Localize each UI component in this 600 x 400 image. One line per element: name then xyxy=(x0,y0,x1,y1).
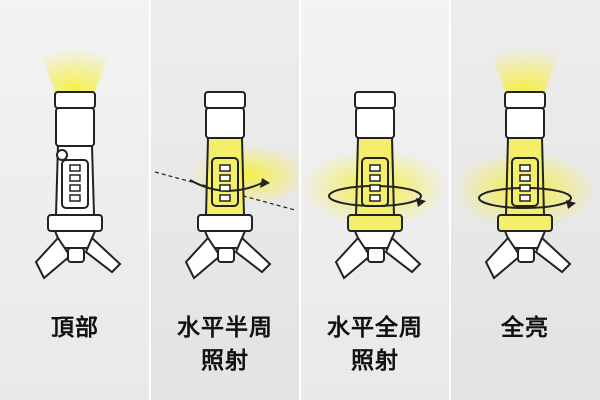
rotation-arrowhead xyxy=(416,198,426,207)
rotation-arrowhead xyxy=(566,200,576,209)
panel-divider xyxy=(449,0,451,400)
panel-all-mode: 全亮 xyxy=(450,0,600,400)
rotation-arrowhead xyxy=(260,178,270,188)
mode-label-line-2: 照射 xyxy=(201,348,249,374)
mode-label: 水平半周 照射 xyxy=(150,312,300,378)
mode-label-line-1: 水平全周 xyxy=(327,315,423,341)
mode-label: 水平全周 照射 xyxy=(300,312,450,378)
led-strip xyxy=(69,164,81,202)
panel-divider xyxy=(299,0,301,400)
mode-label-line-2: 照射 xyxy=(351,348,399,374)
mode-label-line-1: 水平半周 xyxy=(177,315,273,341)
top-beam-glow xyxy=(40,42,110,92)
mode-label: 全亮 xyxy=(450,312,600,345)
panel-horizontal-half-mode: 水平半周 照射 xyxy=(150,0,300,400)
led-strip xyxy=(219,164,231,202)
top-beam-glow xyxy=(490,42,560,92)
flashlight-body xyxy=(34,91,122,280)
switch-button xyxy=(56,149,68,161)
panel-top-mode: 頂部 xyxy=(0,0,150,400)
led-strip xyxy=(369,164,381,202)
mode-label: 頂部 xyxy=(0,312,150,345)
mode-label-line-1: 頂部 xyxy=(51,315,99,341)
flashlight-all-illustration xyxy=(453,42,597,280)
mode-label-line-1: 全亮 xyxy=(501,315,549,341)
led-strip xyxy=(519,164,531,202)
flashlight-horizontal-half-illustration xyxy=(154,91,300,280)
panel-horizontal-full-mode: 水平全周 照射 xyxy=(300,0,450,400)
flashlight-horizontal-full-illustration xyxy=(303,91,447,280)
panel-divider xyxy=(149,0,151,400)
flashlight-top-illustration xyxy=(34,42,122,280)
